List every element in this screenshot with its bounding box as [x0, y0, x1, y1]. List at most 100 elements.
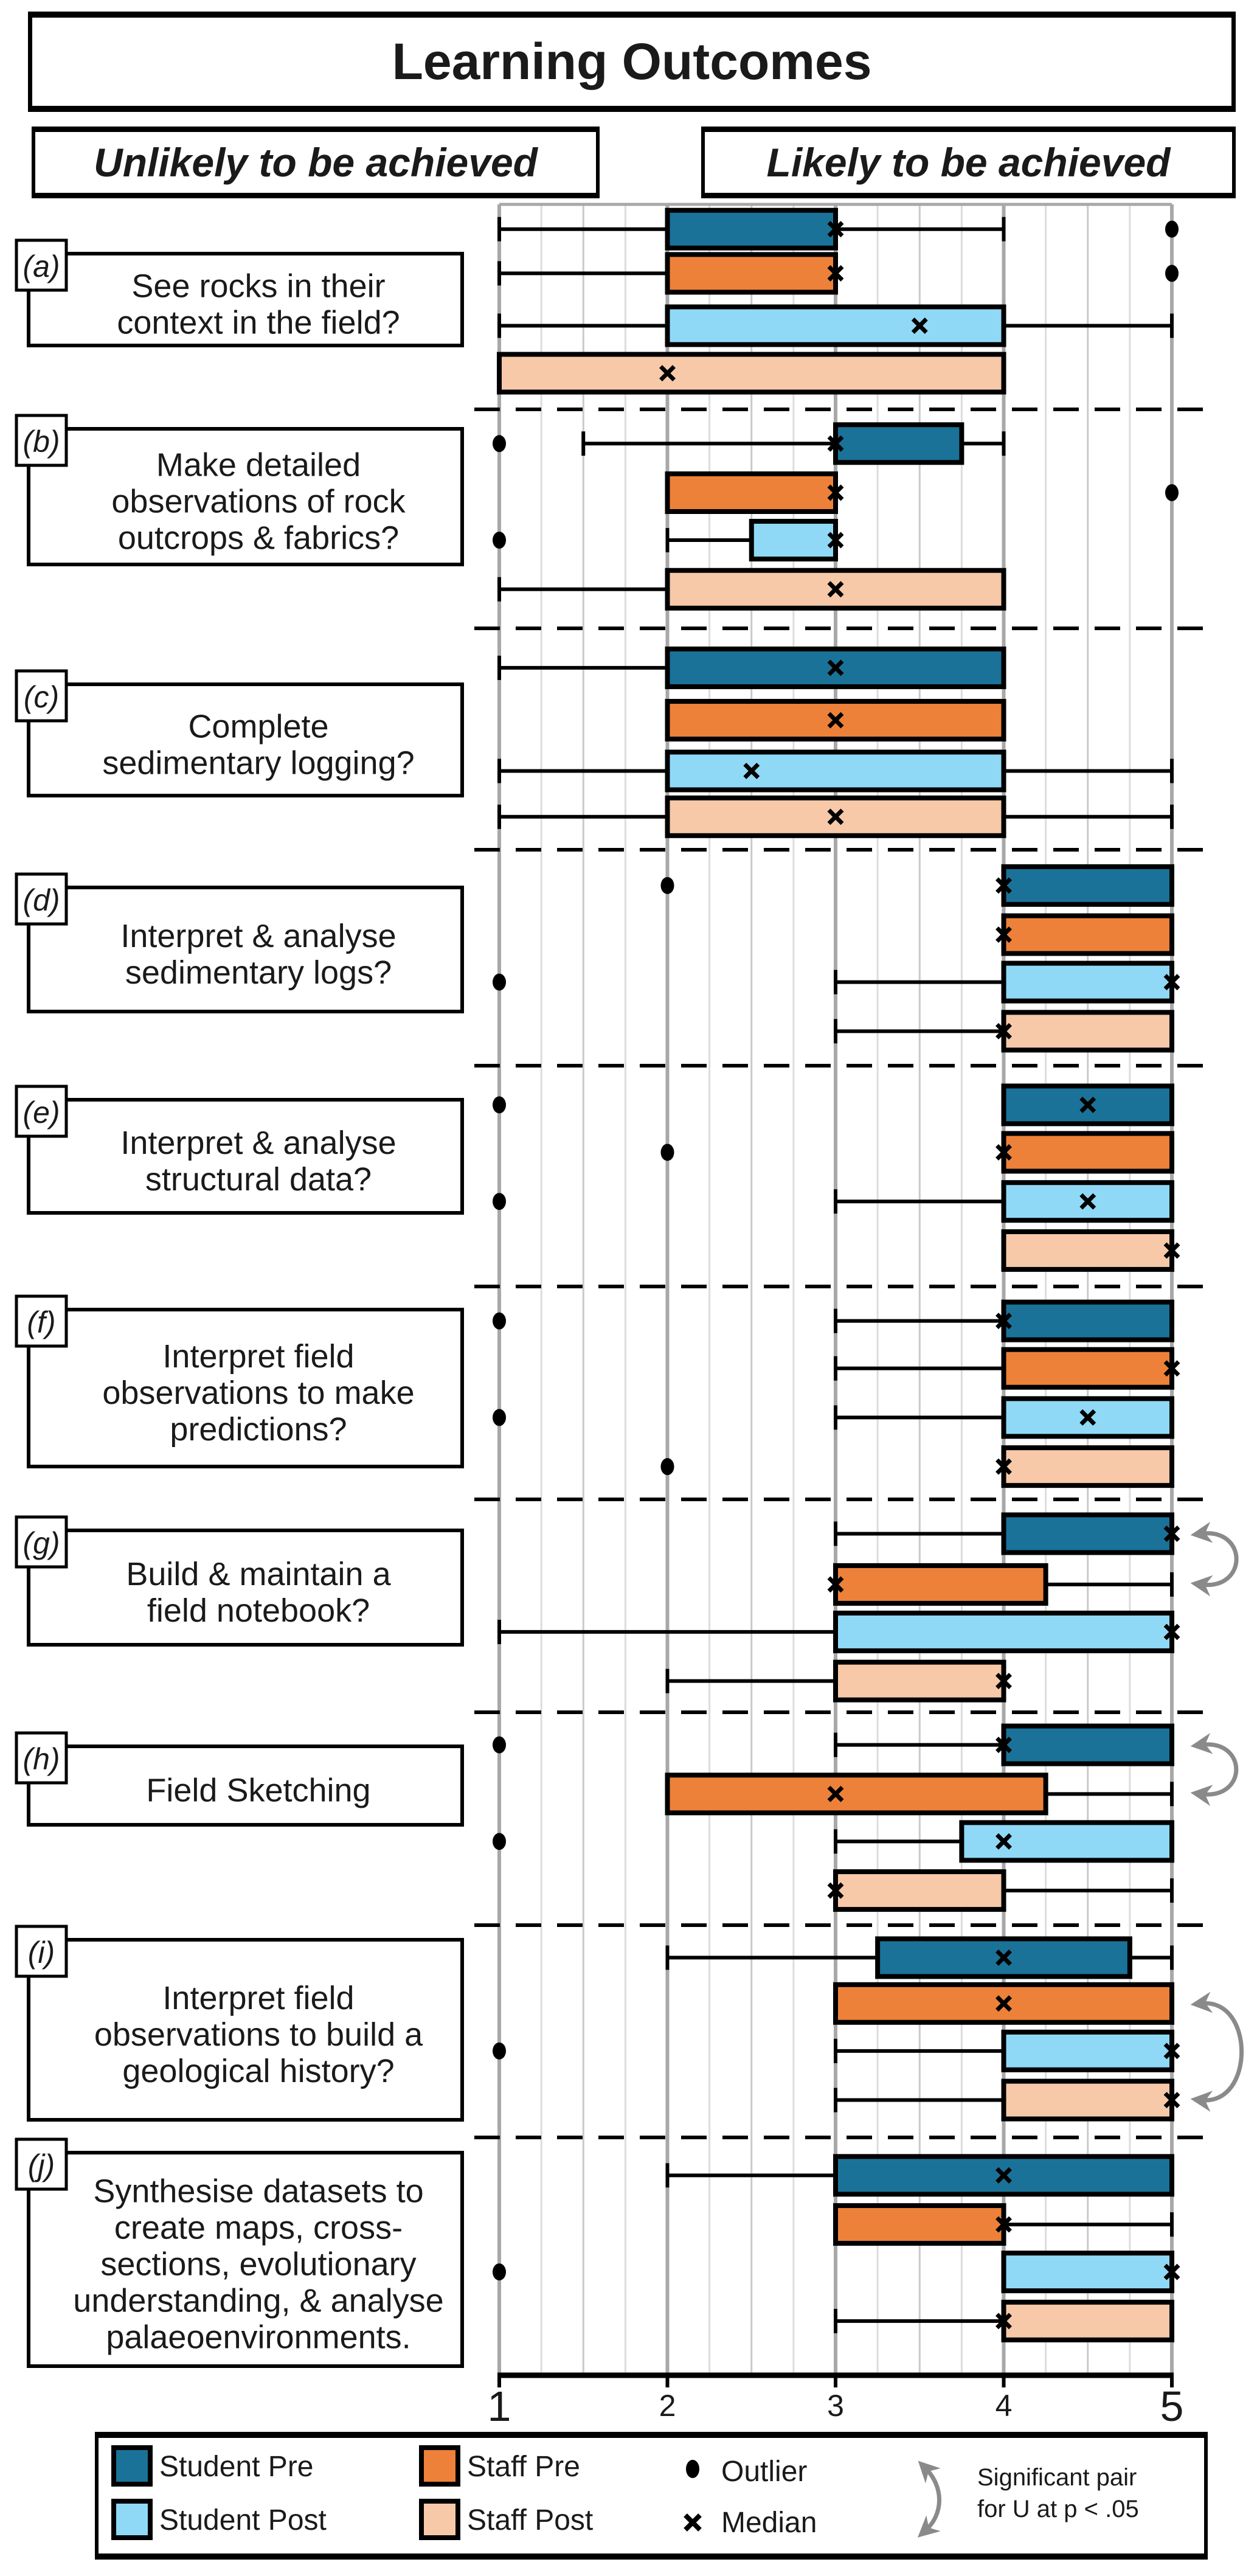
outcome-label-line: Build & maintain a — [126, 1556, 391, 1592]
outcome-label-box — [27, 1098, 464, 1215]
outlier-icon — [686, 2460, 699, 2478]
box-staff-post — [1001, 2299, 1174, 2342]
outcome-letter: (b) — [23, 425, 60, 459]
outcome-label-line: Field Sketching — [146, 1772, 370, 1809]
box-staff-pre — [1001, 1347, 1174, 1390]
legend-significance-line1: Significant pair — [977, 2464, 1137, 2491]
outlier-point — [493, 2042, 506, 2060]
box-staff-post — [665, 568, 1006, 611]
outcome-label-line: context in the field? — [117, 305, 400, 341]
median-marker — [996, 2313, 1012, 2330]
median-marker — [827, 581, 844, 598]
legend-staff-post: Staff Post — [467, 2504, 594, 2536]
median-marker — [1079, 1193, 1096, 1210]
outcome-label-box — [27, 682, 464, 797]
outlier-point — [493, 1833, 506, 1850]
median-marker — [1079, 1096, 1096, 1113]
median-marker — [827, 659, 844, 676]
median-marker — [743, 762, 760, 779]
box-staff-pre — [665, 252, 838, 295]
outlier-point — [660, 1144, 674, 1161]
x-tick-label: 3 — [827, 2389, 844, 2423]
legend-outlier: Outlier — [721, 2456, 808, 2488]
box-student-post — [1001, 1396, 1174, 1439]
outlier-point — [1165, 220, 1179, 238]
median-icon — [684, 2513, 702, 2532]
outcome-label-line: observations to make — [102, 1375, 414, 1411]
box-staff-post — [497, 352, 1006, 395]
unlikely-label: Unlikely to be achieved — [32, 127, 600, 198]
median-marker — [827, 1785, 844, 1802]
x-tick-label: 5 — [1160, 2383, 1184, 2430]
legend: Student Pre Student Post Staff Pre Staff… — [95, 2432, 1208, 2560]
box-student-post — [665, 304, 1006, 347]
median-marker — [827, 435, 844, 452]
outlier-point — [493, 1409, 506, 1426]
median-marker — [1163, 2263, 1180, 2280]
median-marker — [827, 221, 844, 238]
outcome-letter-box — [15, 2137, 68, 2191]
outlier-point — [493, 1312, 506, 1330]
box-staff-post — [1001, 1010, 1174, 1053]
outlier-point — [660, 877, 674, 894]
box-student-pre — [1001, 1299, 1174, 1342]
median-marker — [1079, 1409, 1096, 1426]
median-marker — [827, 532, 844, 549]
box-student-pre — [1001, 1723, 1174, 1766]
box-staff-pre — [665, 471, 838, 514]
median-marker — [1163, 974, 1180, 991]
outlier-point — [1165, 484, 1179, 501]
median-marker — [1163, 1525, 1180, 1542]
box-student-post — [1001, 960, 1174, 1004]
legend-swatch-student-post — [111, 2499, 153, 2540]
median-marker — [996, 2167, 1012, 2184]
median-marker — [996, 1833, 1012, 1850]
median-marker — [996, 926, 1012, 943]
outcome-letter: (c) — [24, 680, 59, 714]
outcome-label-box — [27, 427, 464, 566]
outlier-point — [493, 973, 506, 991]
box-staff-post — [1001, 2078, 1174, 2122]
outcome-letter: (g) — [23, 1526, 60, 1560]
outcome-label-line: understanding, & analyse — [73, 2283, 443, 2319]
outcome-label-line: geological history? — [122, 2053, 394, 2089]
box-student-post — [1001, 2029, 1174, 2072]
median-marker — [996, 1995, 1012, 2012]
median-marker — [996, 877, 1012, 894]
median-marker — [996, 1458, 1012, 1475]
outcome-label-box — [27, 886, 464, 1013]
median-marker — [996, 1949, 1012, 1966]
outcome-label-line: field notebook? — [147, 1592, 370, 1629]
outcome-letter: (e) — [23, 1095, 60, 1130]
outlier-point — [493, 2263, 506, 2281]
median-marker — [827, 808, 844, 825]
outcome-label-box — [27, 1938, 464, 2122]
outcome-label-line: sections, evolutionary — [100, 2246, 416, 2283]
median-marker — [827, 1882, 844, 1899]
outcome-label-line: sedimentary logs? — [125, 954, 392, 991]
likely-label: Likely to be achieved — [701, 127, 1236, 198]
box-student-post — [959, 1820, 1174, 1863]
outcome-letter-box — [15, 872, 68, 926]
box-staff-pre — [833, 2203, 1006, 2246]
median-marker — [996, 1144, 1012, 1161]
box-staff-pre — [1001, 913, 1174, 956]
median-marker — [827, 265, 844, 282]
median-marker — [996, 1022, 1012, 1040]
median-marker — [827, 1576, 844, 1593]
median-marker — [659, 365, 676, 382]
outcome-letter-box — [15, 238, 68, 292]
legend-median: Median — [721, 2507, 817, 2539]
box-student-pre — [1001, 1512, 1174, 1555]
outcome-label-line: observations of rock — [111, 484, 406, 520]
median-marker — [996, 2216, 1012, 2233]
outcome-letter: (i) — [28, 1935, 55, 1970]
box-student-post — [665, 749, 1006, 793]
outcome-letter-box — [15, 414, 68, 467]
outcome-letter-box — [15, 1085, 68, 1138]
outcome-letter: (f) — [27, 1305, 55, 1339]
outcome-letter-box — [15, 1294, 68, 1348]
median-marker — [1163, 1623, 1180, 1640]
legend-staff-pre: Staff Pre — [467, 2451, 580, 2483]
